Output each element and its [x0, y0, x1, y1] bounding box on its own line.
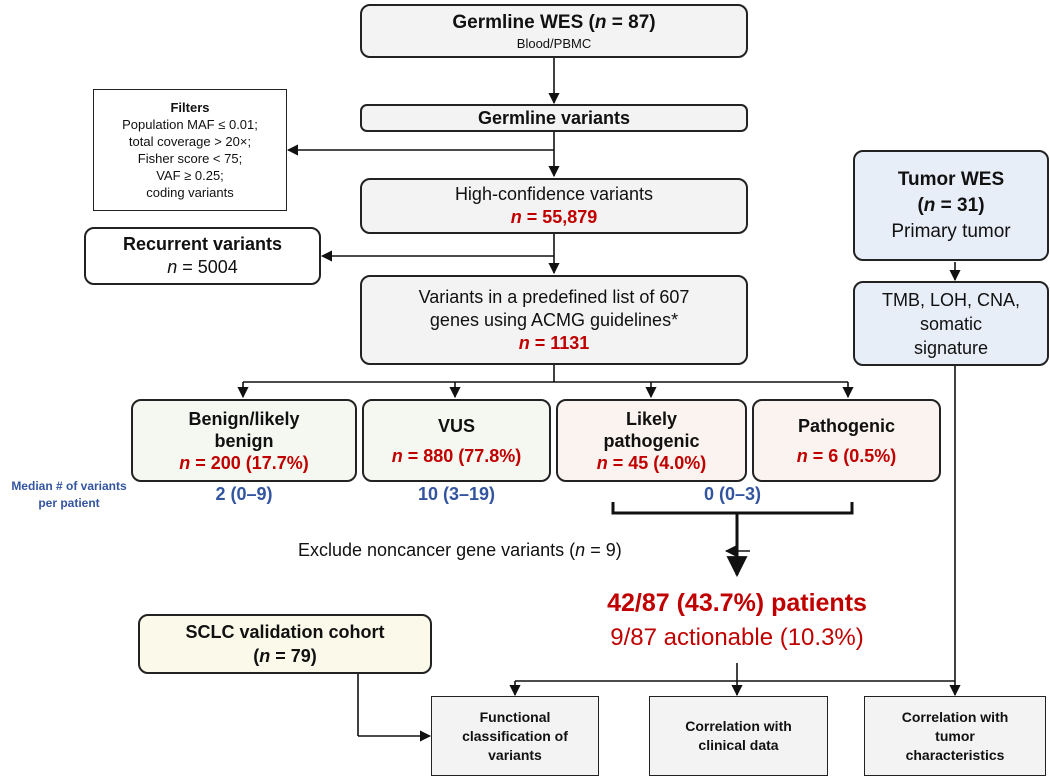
sclc-title: SCLC validation cohort — [185, 622, 385, 642]
pathogenic-category-box: Pathogenic n = 6 (0.5%) — [752, 399, 941, 482]
filter-line: VAF ≥ 0.25; — [156, 168, 224, 183]
outcome-line: Correlation with — [685, 718, 792, 734]
category-label: pathogenic — [603, 430, 700, 451]
recurrent-variants-box: Recurrent variants n = 5004 — [84, 227, 321, 285]
tumor-analysis-line: somatic — [919, 313, 982, 334]
predefined-line2: genes using ACMG guidelines* — [429, 309, 679, 330]
outcome-clinical-box: Correlation with clinical data — [649, 696, 828, 776]
filter-line: Fisher score < 75; — [137, 151, 243, 166]
high-confidence-n-value: = 55,879 — [521, 207, 598, 227]
outcome-line: clinical data — [698, 737, 779, 753]
category-n-value: = 200 (17.7%) — [190, 452, 309, 473]
category-label: VUS — [437, 415, 475, 436]
median-benign-value: 2 (0–9) — [215, 484, 273, 504]
outcome-line: characteristics — [905, 746, 1005, 763]
germline-wes-n-symbol: n — [594, 11, 607, 33]
category-label: Likely — [625, 408, 678, 429]
category-n-symbol: n — [596, 452, 608, 473]
category-n-symbol: n — [796, 445, 808, 466]
category-n-value: = 45 (4.0%) — [607, 452, 707, 473]
outcome-functional-box: Functional classification of variants — [431, 696, 599, 776]
tumor-analysis-box: TMB, LOH, CNA, somatic signature — [853, 281, 1049, 366]
sclc-validation-box: SCLC validation cohort (n = 79) — [138, 614, 432, 674]
tumor-wes-n-open: ( — [917, 194, 924, 216]
category-n-symbol: n — [391, 445, 403, 466]
sclc-n-open: ( — [253, 646, 260, 666]
sclc-n-value: = 79) — [270, 646, 317, 666]
exclude-text: Exclude noncancer gene variants ( — [298, 540, 576, 560]
predefined-line1: Variants in a predefined list of 607 — [418, 286, 690, 307]
predefined-n-value: = 1131 — [529, 332, 590, 353]
category-n-value: = 880 (77.8%) — [402, 445, 522, 466]
germline-variants-box: Germline variants — [360, 104, 748, 132]
outcome-line: classification of — [462, 727, 568, 744]
predefined-list-box: Variants in a predefined list of 607 gen… — [360, 275, 748, 365]
tumor-wes-subtitle: Primary tumor — [891, 220, 1011, 242]
filters-box: Filters Population MAF ≤ 0.01; total cov… — [93, 89, 287, 211]
result-actionable: 9/87 actionable (10.3%) — [610, 624, 864, 651]
category-label: benign — [214, 430, 274, 451]
result-patients: 42/87 (43.7%) patients — [607, 589, 867, 617]
germline-wes-subtitle: Blood/PBMC — [516, 35, 592, 51]
germline-wes-n-value: = 87) — [606, 11, 656, 33]
vus-category-box: VUS n = 880 (77.8%) — [362, 399, 551, 482]
filter-line: coding variants — [146, 185, 234, 200]
germline-variants-label: Germline variants — [477, 107, 631, 128]
tumor-wes-n-value: = 31) — [935, 194, 985, 216]
predefined-n-symbol: n — [518, 332, 530, 353]
germline-wes-box: Germline WES (n = 87) Blood/PBMC — [360, 4, 748, 58]
filter-line: total coverage > 20×; — [128, 134, 252, 149]
tumor-analysis-line: signature — [913, 337, 989, 358]
median-label-line2: per patient — [38, 496, 100, 510]
tumor-wes-title: Tumor WES — [897, 168, 1005, 190]
recurrent-n-symbol: n — [167, 257, 178, 277]
median-pathogenic-value: 0 (0–3) — [703, 484, 762, 504]
category-label: Pathogenic — [797, 415, 895, 436]
outcome-line: Correlation with — [901, 708, 1009, 725]
tumor-analysis-line: TMB, LOH, CNA, — [881, 289, 1020, 310]
likely-pathogenic-category-box: Likely pathogenic n = 45 (4.0%) — [556, 399, 747, 482]
recurrent-variants-label: Recurrent variants — [122, 234, 283, 254]
high-confidence-box: High-confidence variants n = 55,879 — [360, 178, 748, 234]
median-vus-value: 10 (3–19) — [417, 484, 496, 504]
recurrent-n-value: = 5004 — [177, 257, 238, 277]
median-label-line1: Median # of variants — [11, 479, 127, 493]
tumor-wes-n-symbol: n — [923, 194, 936, 216]
filters-title: Filters — [170, 100, 210, 115]
category-label: Benign/likely — [188, 408, 300, 429]
exclude-n-symbol: n — [575, 540, 586, 560]
outcome-tumor-box: Correlation with tumor characteristics — [864, 696, 1046, 776]
sclc-n-symbol: n — [259, 646, 271, 666]
tumor-wes-box: Tumor WES (n = 31) Primary tumor — [853, 150, 1049, 261]
outcome-line: variants — [488, 746, 542, 763]
outcome-line: tumor — [935, 727, 975, 744]
benign-category-box: Benign/likely benign n = 200 (17.7%) — [131, 399, 357, 482]
outcome-line: Functional — [479, 708, 551, 725]
germline-wes-title: Germline WES ( — [452, 11, 595, 33]
filter-line: Population MAF ≤ 0.01; — [122, 117, 258, 132]
category-n-symbol: n — [179, 452, 191, 473]
high-confidence-n-symbol: n — [510, 207, 522, 227]
high-confidence-label: High-confidence variants — [454, 184, 654, 204]
exclude-note: Exclude noncancer gene variants (n = 9) — [298, 540, 622, 561]
median-label: Median # of variants per patient — [0, 478, 138, 512]
exclude-n-value: = 9) — [585, 540, 622, 560]
category-n-value: = 6 (0.5%) — [807, 445, 897, 466]
